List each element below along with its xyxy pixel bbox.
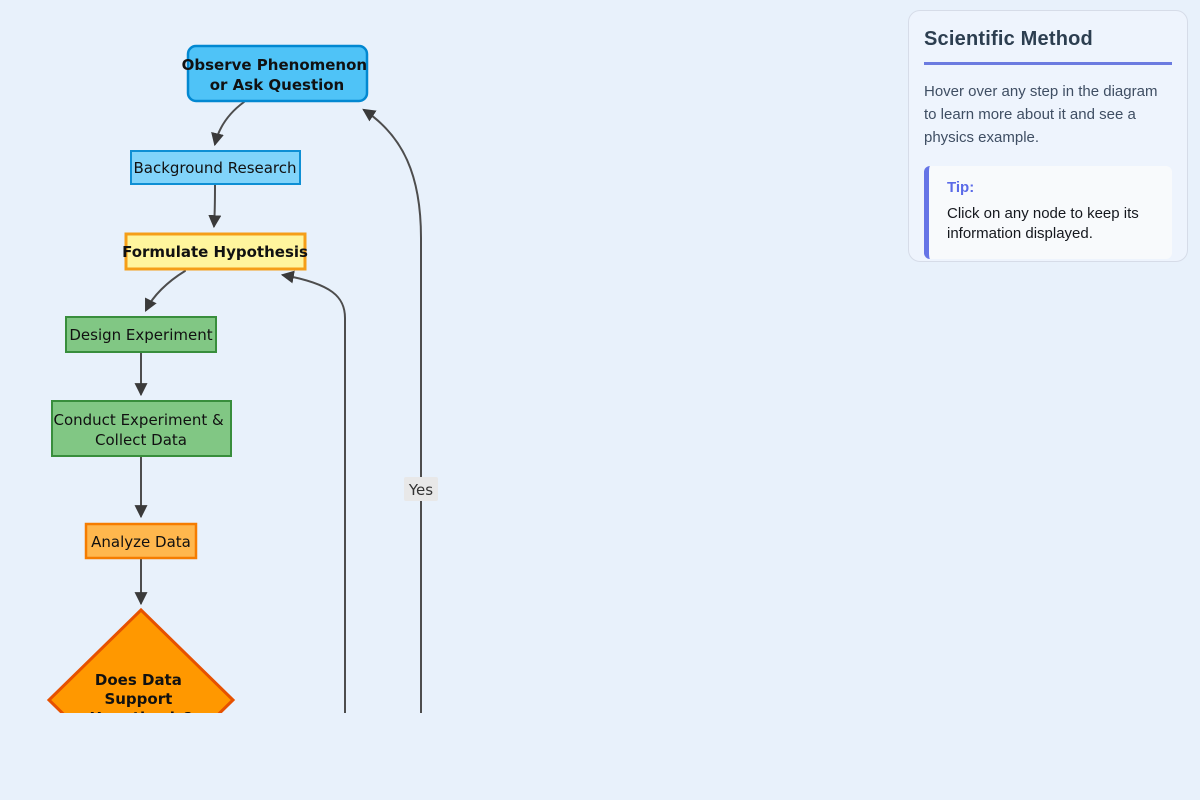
edge-yes-to-observe [362,108,422,713]
node-design-experiment-label: Design Experiment [69,326,212,344]
flowchart-canvas: Yes Observe Phenomenon or Ask Question B… [46,44,438,713]
node-observe-shape[interactable] [186,44,369,103]
edge-label-yes-text: Yes [408,481,433,499]
node-analyze-data-shape[interactable] [84,522,198,560]
node-conduct-experiment-shape[interactable] [51,400,232,457]
node-conduct-experiment[interactable]: Conduct Experiment & Collect Data [51,400,232,457]
node-analyze-data-label: Analyze Data [91,533,191,551]
node-background-research-label: Background Research [133,159,296,177]
node-background-research-shape[interactable] [130,150,301,185]
node-background-research[interactable]: Background Research [130,150,301,185]
tip-text: Click on any node to keep its informatio… [947,205,1139,242]
node-formulate-hypothesis-shape[interactable] [124,232,307,271]
info-panel: Scientific Method Hover over any step in… [908,10,1188,262]
edge-label-yes: Yes [404,477,438,501]
node-decision-diamond-shape[interactable] [46,607,236,713]
node-design-experiment-shape[interactable] [65,316,217,353]
panel-description: Hover over any step in the diagram to le… [924,83,1158,146]
edge-label-yes-background [404,477,438,501]
node-analyze-data[interactable]: Analyze Data [84,522,198,560]
node-decision-diamond[interactable]: Does Data Support Hypothesis? [46,607,236,713]
edge-loop-to-formulate [280,270,346,713]
node-decision-diamond-label: Does Data Support Hypothesis? [89,671,192,713]
node-formulate-hypothesis-label: Formulate Hypothesis [122,243,308,261]
edge-formulate-to-design [145,270,186,312]
edge-background-to-formulate [208,183,222,229]
panel-title: Scientific Method [924,28,1093,50]
node-formulate-hypothesis[interactable]: Formulate Hypothesis [122,232,308,271]
node-observe[interactable]: Observe Phenomenon or Ask Question [182,44,373,103]
title-divider [924,62,1172,65]
tip-box: Tip: Click on any node to keep its infor… [924,166,1172,259]
edge-observe-to-background [211,101,245,147]
flowchart-container: Yes Observe Phenomenon or Ask Question B… [0,0,600,713]
tip-label: Tip: [947,179,975,196]
node-design-experiment[interactable]: Design Experiment [65,316,217,353]
node-observe-label: Observe Phenomenon or Ask Question [182,56,373,94]
node-conduct-experiment-label: Conduct Experiment & Collect Data [54,411,229,449]
